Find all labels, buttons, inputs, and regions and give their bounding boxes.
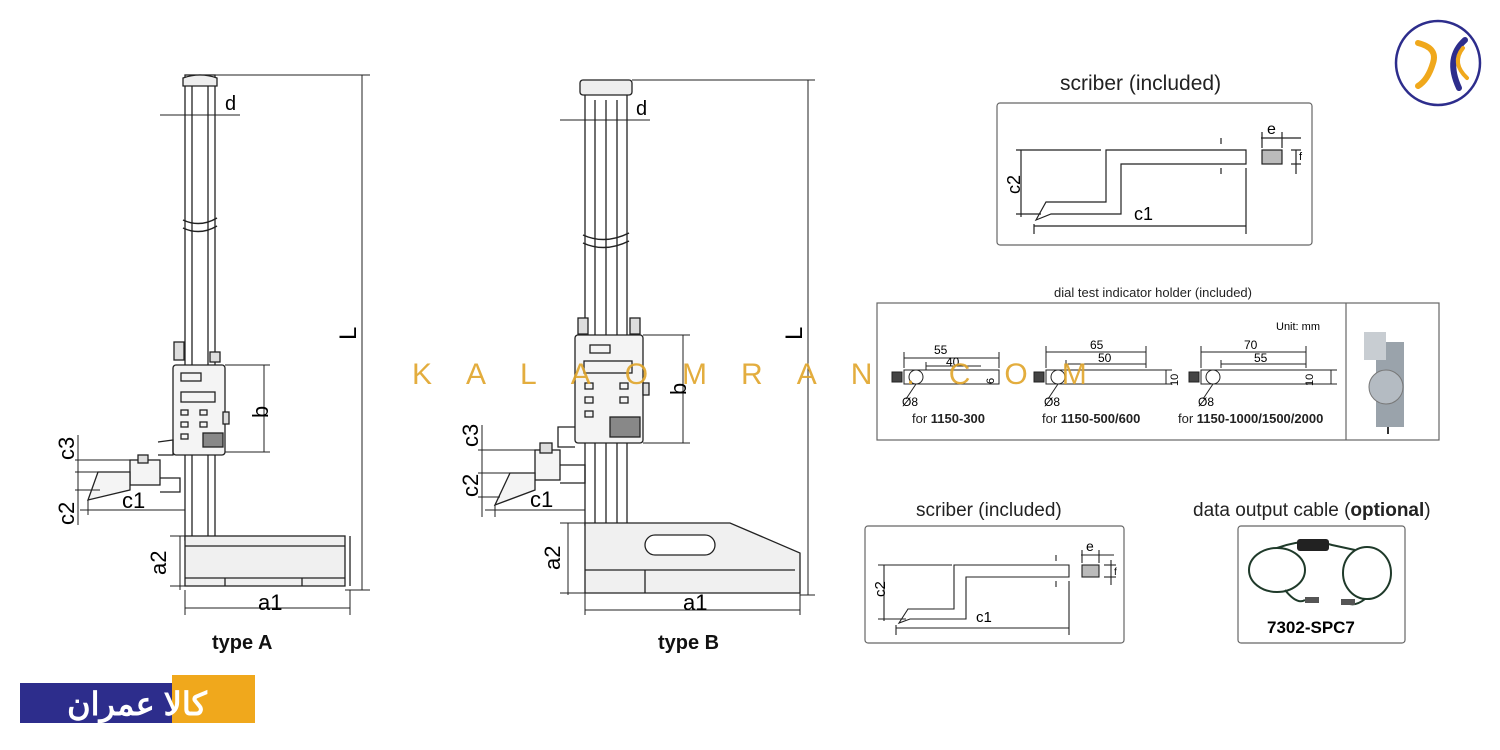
model-number: 1150-1000/1500/2000 (1196, 411, 1324, 426)
dim-label-b: b (666, 383, 691, 395)
dim-label-c3: c3 (458, 424, 483, 447)
brand-persian-text: کالا عمران (67, 686, 208, 724)
item1-dim-inner: 40 (946, 355, 960, 369)
item2-dia: Ø8 (1044, 395, 1060, 409)
dim-label-a2: a2 (540, 546, 565, 570)
brand-persian-logo: کالا عمران (20, 675, 255, 730)
type-a-drawing: d L b c3 c2 c1 a2 a1 (54, 74, 370, 615)
dim-label-c1: c1 (122, 488, 145, 513)
cable-title-suffix: ) (1424, 500, 1431, 521)
scriber-bottom-label-f: f (1114, 567, 1117, 578)
dim-label-c2: c2 (54, 502, 79, 525)
dial-holder-photo (1364, 332, 1404, 434)
cable-title: data output cable (optional) (1193, 500, 1431, 522)
scriber-top-title: scriber (included) (1060, 72, 1222, 95)
scriber-top-label-e: e (1267, 121, 1276, 138)
cable-panel: 7302-SPC7 (1237, 525, 1406, 644)
cable-title-optional: optional (1350, 500, 1425, 521)
type-b-drawing: d L b c3 c2 c1 a2 a1 (458, 79, 815, 615)
model-number: 1150-500/600 (1060, 411, 1141, 426)
dial-holder-unit: Unit: mm (1276, 321, 1320, 333)
scriber-bottom-label-c2: c2 (872, 581, 889, 597)
dim-label-c3: c3 (54, 437, 79, 460)
dim-label-d: d (636, 98, 647, 120)
scriber-top-panel: c2 c1 e f (996, 102, 1313, 246)
dial-holder-model-1: for 1150-300 (912, 411, 985, 426)
dial-holder-model-2: for 1150-500/600 (1042, 411, 1140, 426)
item1-dim-outer: 55 (934, 343, 948, 357)
scriber-bottom-title: scriber (included) (916, 500, 1062, 521)
dial-holder-model-3: for 1150-1000/1500/2000 (1178, 411, 1323, 426)
dial-holder-title: dial test indicator holder (included) (1054, 285, 1252, 300)
type-a-caption: type A (212, 632, 273, 654)
item1-dia: Ø8 (902, 395, 918, 409)
item3-dia: Ø8 (1198, 395, 1214, 409)
dim-label-L: L (335, 327, 362, 340)
model-number: 1150-300 (930, 411, 986, 426)
type-b-caption: type B (658, 632, 720, 654)
dim-label-a1: a1 (258, 590, 282, 615)
cable-model: 7302-SPC7 (1267, 618, 1355, 637)
for-prefix: for (1178, 411, 1197, 426)
brand-round-logo (1394, 19, 1482, 107)
dim-label-d: d (225, 93, 236, 115)
scriber-bottom-label-e: e (1086, 538, 1094, 554)
scriber-top-label-f: f (1299, 151, 1303, 163)
dial-holder-panel: Unit: mm 55 40 6 Ø8 65 50 10 Ø8 70 55 10… (876, 302, 1440, 441)
item2-thickness: 10 (1169, 374, 1181, 386)
watermark-text: KALAOMRAN.COM (412, 358, 1121, 391)
dim-label-a1: a1 (683, 590, 707, 615)
scriber-bottom-label-c1: c1 (976, 609, 992, 626)
dim-label-c2: c2 (458, 474, 483, 497)
dim-label-a2: a2 (146, 551, 171, 575)
item3-dim-outer: 70 (1244, 338, 1258, 352)
for-prefix: for (912, 411, 931, 426)
item2-dim-outer: 65 (1090, 338, 1104, 352)
scriber-bottom-panel: c2 c1 e f (864, 525, 1125, 644)
cable-title-prefix: data output cable ( (1193, 500, 1351, 521)
dim-label-c1: c1 (530, 487, 553, 512)
item1-thickness: 6 (985, 378, 997, 384)
brand-persian-logo-graphic: کالا عمران (20, 675, 255, 724)
item2-dim-inner: 50 (1098, 351, 1112, 365)
for-prefix: for (1042, 411, 1061, 426)
dim-label-L: L (781, 327, 808, 340)
dim-label-b: b (248, 406, 273, 418)
item3-thickness: 10 (1304, 374, 1316, 386)
item3-dim-inner: 55 (1254, 351, 1268, 365)
scriber-top-label-c2: c2 (1004, 175, 1024, 194)
scriber-top-label-c1: c1 (1134, 204, 1153, 224)
